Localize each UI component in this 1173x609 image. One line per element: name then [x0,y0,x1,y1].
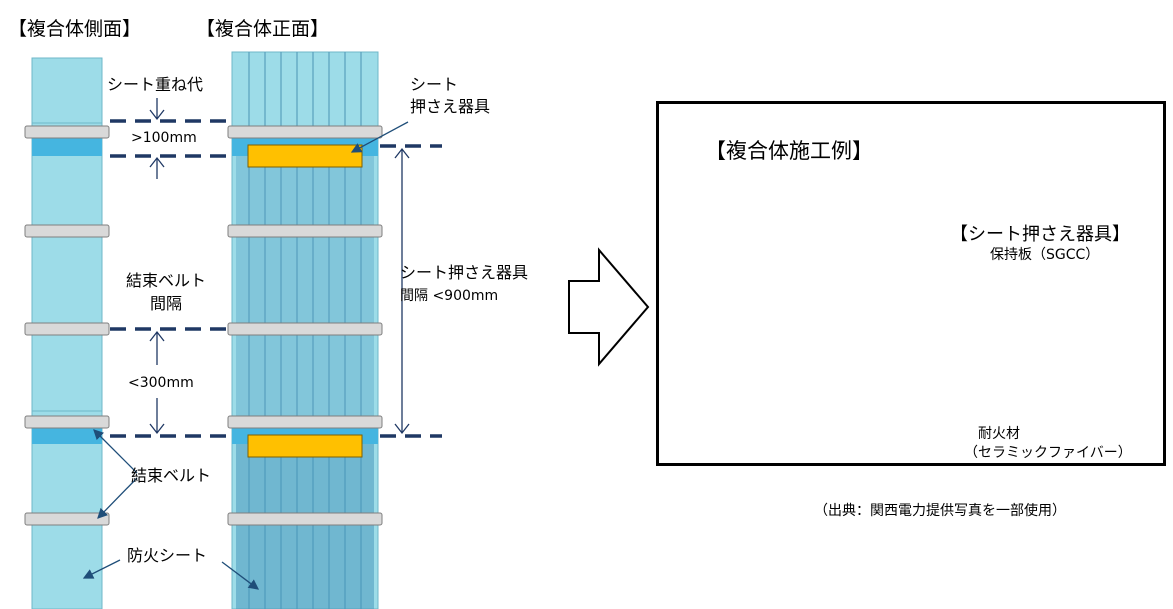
side-belts [24,125,110,526]
front-column [227,51,383,609]
holder-label-line1: シート [410,75,459,94]
leader-arrows [82,121,409,590]
source-note: （出典：関西電力提供写真を一部使用） [814,503,1066,519]
belt-interval-label-line1: 結束ベルト [125,271,206,290]
big-right-arrow [568,247,650,367]
overlap-label: シート重ね代 [107,75,204,94]
side-overlap-band-top [32,138,102,156]
side-overlap-band-bottom [32,426,102,444]
front-belts [227,125,383,526]
front-view-title: 【複合体正面】 [196,18,330,40]
side-view-title: 【複合体側面】 [8,18,142,40]
sheet-holder-top [247,144,363,168]
dimension-marks [149,98,410,435]
holder-label-line2: 押さえ器具 [410,97,491,116]
dashed-reference-lines [110,119,442,438]
fire-sheet-label: 防火シート [127,546,208,565]
belt-label: 結束ベルト [131,466,212,485]
overlap-value: >100mm [131,130,197,146]
photo-belt-label: 結束ベルト [722,245,798,263]
belt-interval-value: <300mm [128,375,194,391]
side-column [24,57,110,609]
holder-interval-line1: シート押さえ器具 [400,263,529,282]
plate-label: 保持板（SGCC） [990,247,1100,263]
example-frame [656,101,1166,466]
example-title: 【複合体施工例】 [705,139,873,163]
fireproof-label-line2: （セラミックファイバー） [964,445,1132,461]
holder-interval-line2: 間隔 <900mm [400,288,499,304]
sheet-holder-bottom [247,434,363,458]
holder-title: 【シート押さえ器具】 [950,224,1130,245]
belt-interval-label-line2: 間隔 [149,294,182,313]
fireproof-label-line1: 耐火材 [978,426,1020,442]
